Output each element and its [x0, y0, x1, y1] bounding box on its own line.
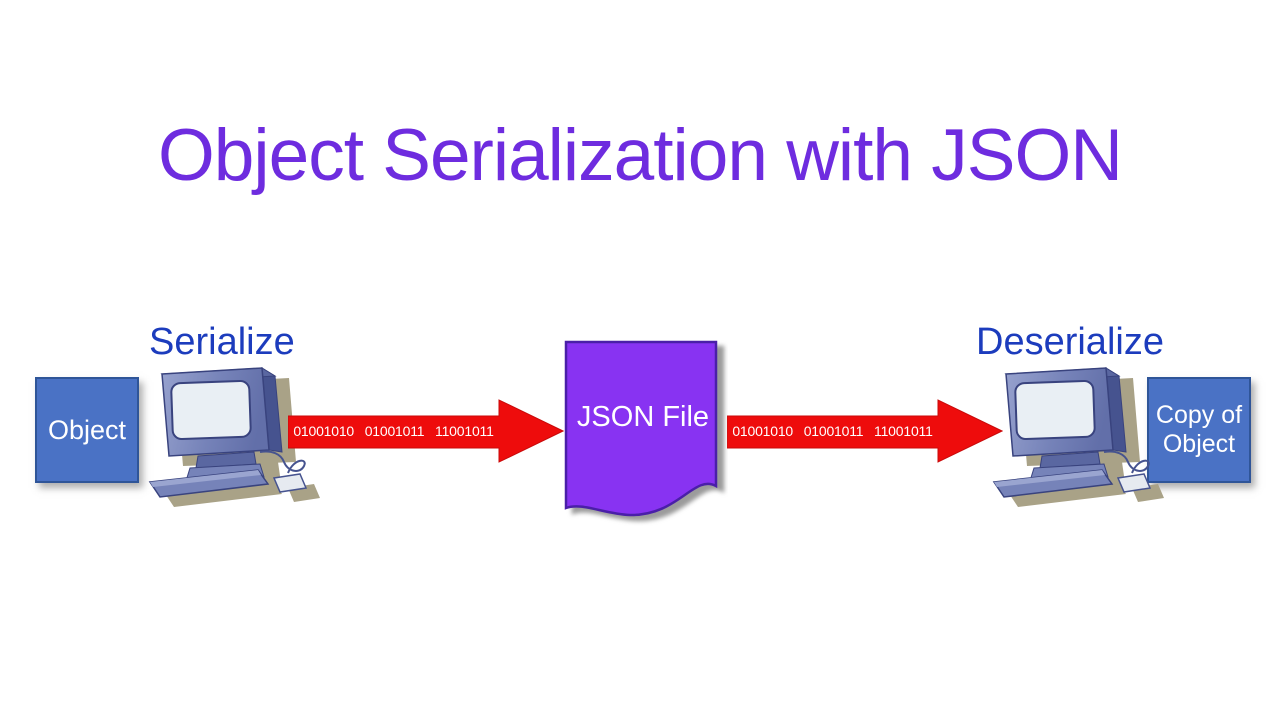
json-file-label: JSON File	[576, 401, 710, 433]
arrow-right-icon	[288, 399, 564, 463]
computer-icon	[148, 367, 320, 507]
object-box: Object	[35, 377, 139, 483]
computer-icon	[992, 367, 1164, 507]
arrow-right-icon	[727, 399, 1003, 463]
serialize-label: Serialize	[149, 321, 295, 363]
copy-of-object-box: Copy of Object	[1147, 377, 1251, 483]
copy-of-object-line2: Object	[1162, 430, 1236, 458]
object-box-label: Object	[47, 414, 127, 445]
serialize-binary-text: 01001010 01001011 11001011	[293, 423, 494, 439]
deserialize-label: Deserialize	[976, 321, 1164, 363]
page-title: Object Serialization with JSON	[158, 115, 1123, 196]
copy-of-object-line1: Copy of	[1155, 401, 1243, 429]
deserialize-binary-text: 01001010 01001011 11001011	[732, 423, 933, 439]
document-wave-icon	[564, 340, 718, 517]
